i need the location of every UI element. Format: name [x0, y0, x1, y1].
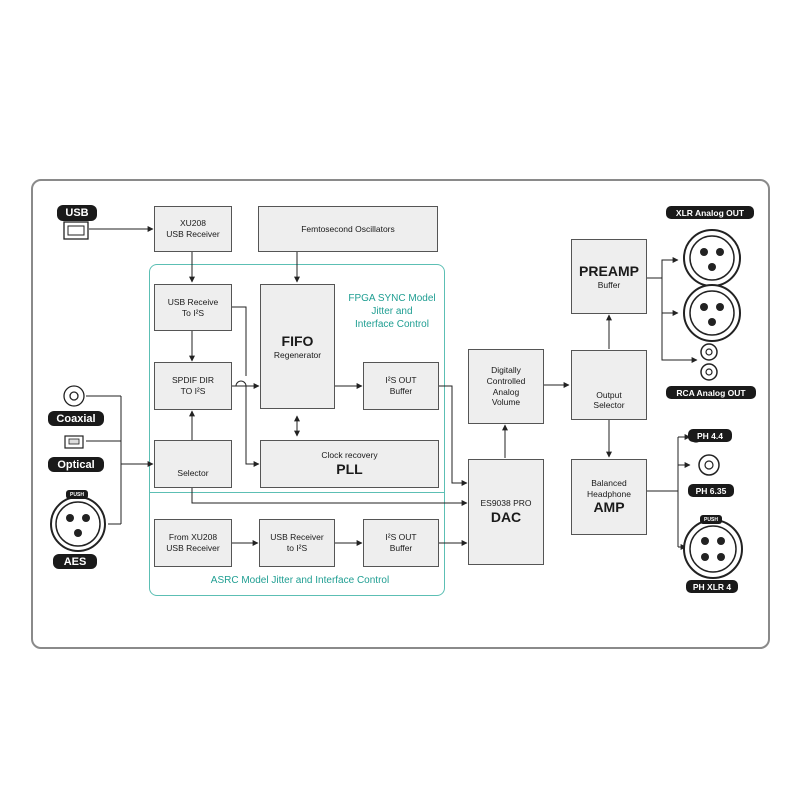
clock-recovery-pll-block: Clock recovery PLL [260, 440, 439, 488]
optical-input-label: Optical [48, 457, 104, 472]
optical-port-icon [64, 435, 84, 449]
analog-volume-block: Digitally Controlled Analog Volume [468, 349, 544, 424]
i2s-out-buffer-asrc-block: I²S OUT Buffer [363, 519, 439, 567]
dac-block: ES9038 PRO DAC [468, 459, 544, 565]
coaxial-input-label: Coaxial [48, 411, 104, 426]
usb-receive-i2s-block: USB Receive To I²S [154, 284, 232, 331]
asrc-zone-label: ASRC Model Jitter and Interface Control [210, 575, 390, 586]
ph-xlr4-label: PH XLR 4 [686, 580, 738, 593]
selector-block: Selector [154, 440, 232, 488]
fpga-zone-label: FPGA SYNC Model Jitter and Interface Con… [348, 293, 436, 330]
from-xu208-block: From XU208 USB Receiver [154, 519, 232, 567]
ph44-label: PH 4.4 [688, 429, 732, 442]
rca-out-icon [700, 343, 718, 381]
usb-receiver-i2s-block: USB Receiver to I²S [259, 519, 335, 567]
ph-xlr4-push-label: PUSH [700, 515, 722, 524]
rca-out-label: RCA Analog OUT [666, 386, 756, 399]
headphone-amp-block: Balanced Headphone AMP [571, 459, 647, 535]
coaxial-connector-icon [63, 385, 85, 407]
aes-input-label: AES [53, 554, 97, 569]
aes-push-label: PUSH [66, 490, 88, 499]
fifo-regenerator-block: FIFO Regenerator [260, 284, 335, 409]
output-selector-block: Output Selector [571, 350, 647, 420]
asrc-zone [149, 492, 445, 596]
femtosecond-oscillators-block: Femtosecond Oscillators [258, 206, 438, 252]
spdif-dir-block: SPDIF DIR TO I²S [154, 362, 232, 410]
i2s-out-buffer-fpga-block: I²S OUT Buffer [363, 362, 439, 410]
ph635-jack-icon [698, 454, 720, 476]
xlr-out-bottom-icon [683, 284, 741, 342]
ph635-label: PH 6.35 [688, 484, 734, 497]
xlr-out-label: XLR Analog OUT [666, 206, 754, 219]
aes-xlr-icon [50, 496, 106, 552]
preamp-block: PREAMP Buffer [571, 239, 647, 314]
ph-xlr4-icon [683, 519, 743, 579]
usb-input-label: USB [57, 205, 97, 221]
diagram-frame [31, 179, 770, 649]
xu208-usb-receiver-block: XU208 USB Receiver [154, 206, 232, 252]
usb-port-icon [63, 221, 89, 240]
xlr-out-top-icon [683, 229, 741, 287]
